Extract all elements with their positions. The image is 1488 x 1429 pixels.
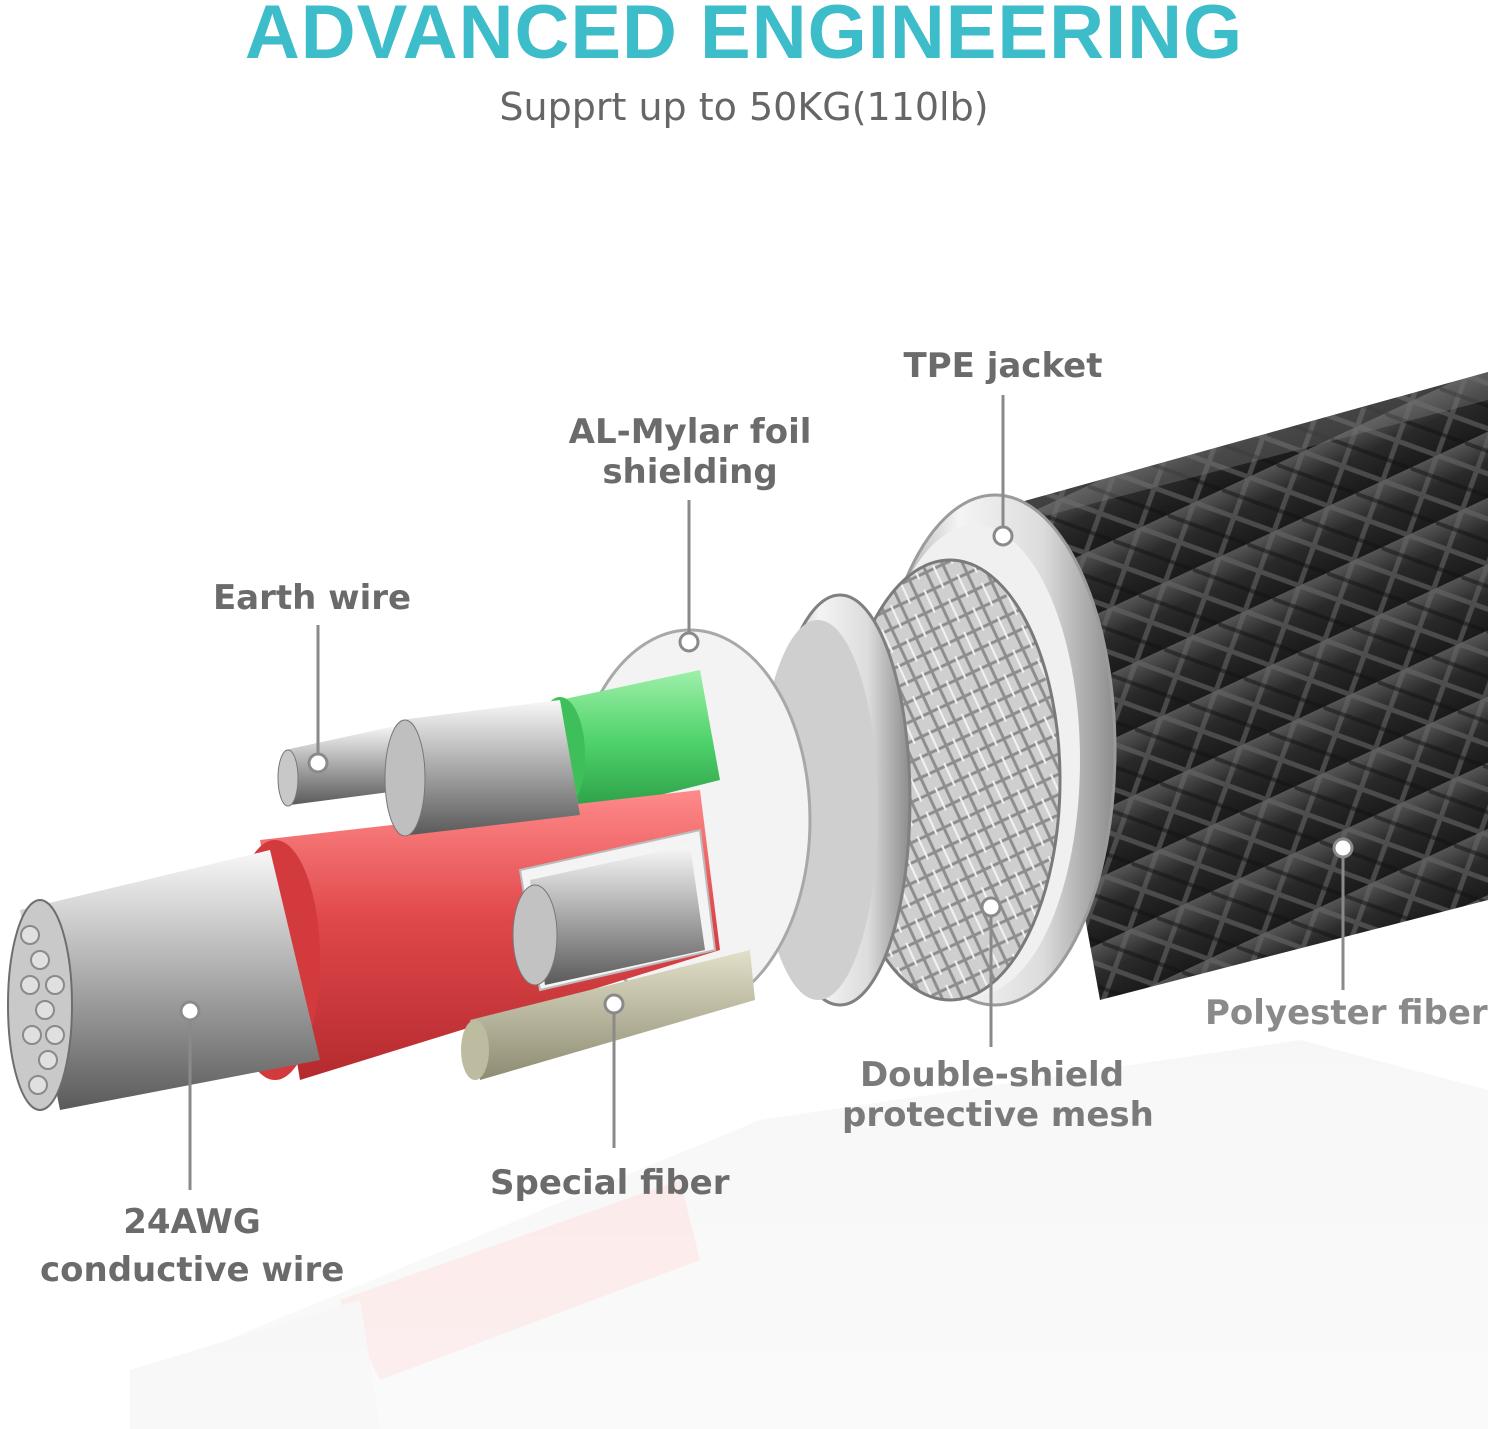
label-awg-line1: 24AWG [123,1202,261,1242]
label-al-mylar-line1: AL-Mylar foil [568,412,812,452]
label-awg-line2: conductive wire [40,1250,345,1290]
page-title: ADVANCED ENGINEERING [244,0,1244,75]
label-24awg-conductive-wire: 24AWG conductive wire [40,1202,344,1290]
label-double-shield-line1: Double-shield [859,1055,1125,1095]
label-double-shield-mesh: Double-shield protective mesh [842,1055,1154,1135]
polyester-braid-jacket [1010,372,1488,1000]
label-earth-wire: Earth wire [212,578,412,618]
label-polyester-fiber: Polyester fiber [1205,993,1488,1033]
label-al-mylar-line2: shielding [602,452,778,492]
leader-lines [188,395,1345,1190]
label-double-shield-line2: protective mesh [842,1095,1154,1135]
leader-dots [179,525,1354,1022]
label-tpe-jacket: TPE jacket [903,346,1103,386]
green-insulated-wire [560,670,720,815]
earth-wire-strands [277,725,405,807]
page-subtitle: Supprt up to 50KG(110lb) [499,85,989,129]
label-al-mylar-foil: AL-Mylar foil shielding [560,412,820,492]
conductive-wire-strands [7,850,320,1111]
label-special-fiber: Special fiber [490,1163,730,1203]
